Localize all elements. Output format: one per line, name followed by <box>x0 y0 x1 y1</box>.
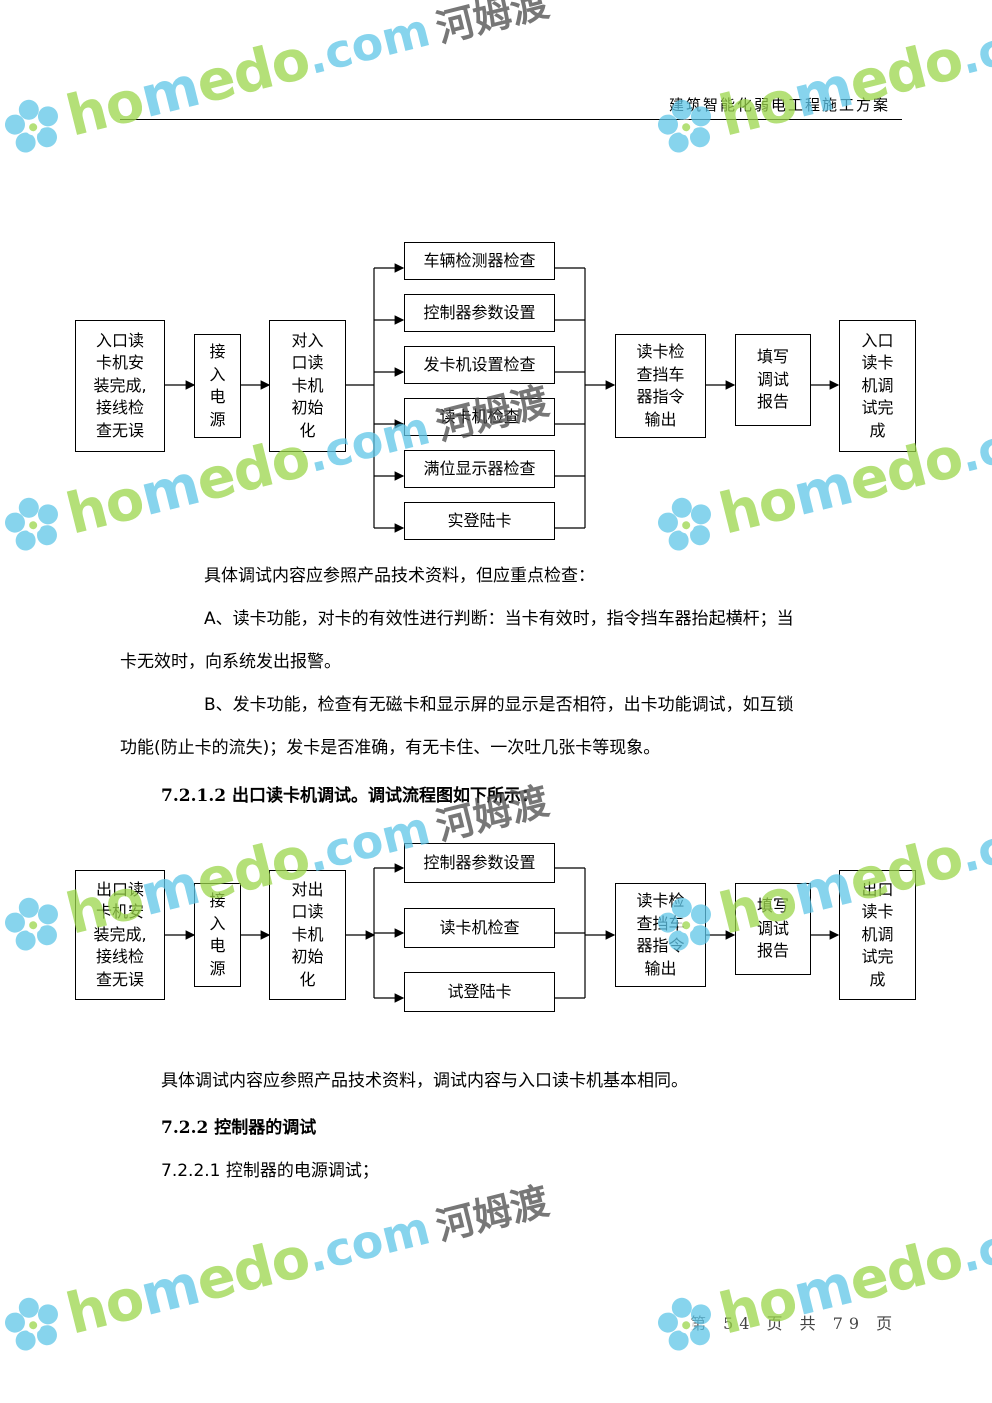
flow2-report-box: 填写 调试 报告 <box>735 883 811 975</box>
header-title: 建筑智能化弱电工程施工方案 <box>668 96 890 114</box>
section-heading: 7.2.2 控制器的调试 <box>161 1118 317 1138</box>
flow1-check-box: 实登陆卡 <box>404 502 555 540</box>
page-footer: 第 54 页 共 79 页 <box>690 1314 899 1333</box>
paragraph: 具体调试内容应参照产品技术资料，但应重点检查： <box>204 566 595 586</box>
paragraph: 具体调试内容应参照产品技术资料，调试内容与入口读卡机基本相同。 <box>161 1071 688 1091</box>
flow1-check-box: 车辆检测器检查 <box>404 242 555 280</box>
flow2-check-box: 控制器参数设置 <box>404 843 555 883</box>
flow2-start-box: 出口读 卡机安 装完成, 接线检 查无误 <box>75 870 165 1000</box>
flow1-start-box: 入口读 卡机安 装完成, 接线检 查无误 <box>75 320 165 452</box>
flow1-check-box: 控制器参数设置 <box>404 294 555 332</box>
paragraph: B、发卡功能，检查有无磁卡和显示屏的显示是否相符，出卡功能调试，如互锁 <box>204 695 794 715</box>
flow1-init-box: 对入 口读 卡机 初始 化 <box>269 320 346 452</box>
flow2-init-box: 对出 口读 卡机 初始 化 <box>269 870 346 1000</box>
flow1-power-box: 接 入 电 源 <box>194 334 241 438</box>
flow2-output-box: 读卡检 查挡车 器指令 输出 <box>615 883 706 987</box>
paragraph: 功能(防止卡的流失)；发卡是否准确，有无卡住、一次吐几张卡等现象。 <box>120 738 661 758</box>
flow2-done-box: 出口 读卡 机调 试完 成 <box>839 870 916 1000</box>
flow1-report-box: 填写 调试 报告 <box>735 334 811 426</box>
paragraph: A、读卡功能，对卡的有效性进行判断：当卡有效时，指令挡车器抬起横杆；当 <box>204 609 794 629</box>
flow1-output-box: 读卡检 查挡车 器指令 输出 <box>615 334 706 438</box>
paragraph: 卡无效时，向系统发出报警。 <box>120 652 341 672</box>
flow2-power-box: 接 入 电 源 <box>194 883 241 987</box>
flow1-check-box: 满位显示器检查 <box>404 450 555 488</box>
flow1-check-box: 读卡机检查 <box>404 398 555 436</box>
page-header: 建筑智能化弱电工程施工方案 <box>120 92 902 120</box>
paragraph: 7.2.2.1 控制器的电源调试； <box>161 1161 379 1181</box>
flow2-check-box: 试登陆卡 <box>404 972 555 1012</box>
flow1-done-box: 入口 读卡 机调 试完 成 <box>839 320 916 452</box>
section-heading: 7.2.1.2 出口读卡机调试。调试流程图如下所示： <box>161 786 538 806</box>
flow2-check-box: 读卡机检查 <box>404 908 555 948</box>
flow1-check-box: 发卡机设置检查 <box>404 346 555 384</box>
